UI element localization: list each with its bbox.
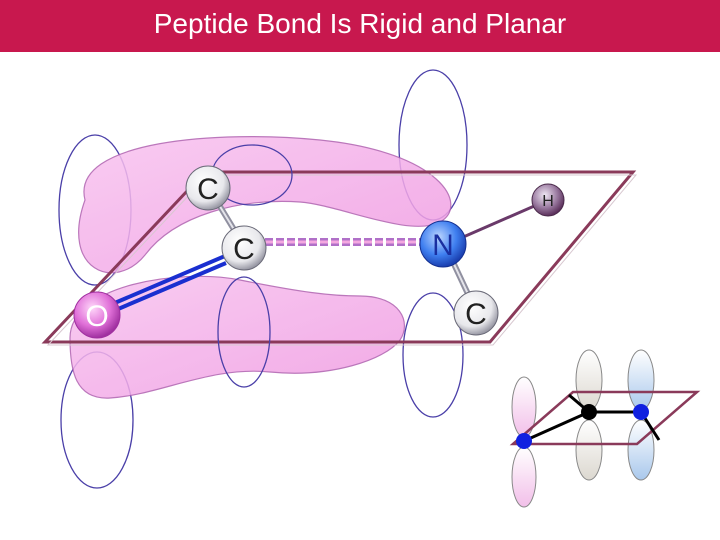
double-bond-line-2: [103, 261, 227, 317]
pi-orbital-inset-icon: [509, 349, 701, 508]
atom-label-oxygen: O: [85, 300, 108, 333]
atom-hydrogen: H: [531, 183, 565, 217]
atom-c-alpha-bottom: C: [453, 290, 499, 336]
atom-nitrogen: N: [419, 220, 467, 268]
nitrogen-p-orbital-bottom: [402, 292, 464, 418]
atom-label-c-alpha-top: C: [197, 173, 219, 206]
peptide-plane-shadow: [46, 174, 638, 346]
atom-c-alpha-top: C: [185, 165, 231, 211]
page-title: Peptide Bond Is Rigid and Planar: [153, 8, 567, 39]
atom-label-c-carbonyl: C: [233, 233, 255, 266]
title-bar: [0, 0, 720, 52]
lower-pi-lobe: [69, 275, 405, 399]
peptide-plane: [41, 170, 637, 344]
atom-oxygen: O: [73, 291, 121, 339]
atom-label-hydrogen: H: [542, 193, 554, 210]
carbonyl-p-orbital-bottom: [217, 276, 271, 388]
atom-c-carbonyl: C: [221, 225, 267, 271]
double-bond-line-1: [109, 251, 233, 307]
atom-label-nitrogen: N: [432, 229, 454, 262]
atom-label-c-alpha-bottom: C: [465, 298, 487, 331]
